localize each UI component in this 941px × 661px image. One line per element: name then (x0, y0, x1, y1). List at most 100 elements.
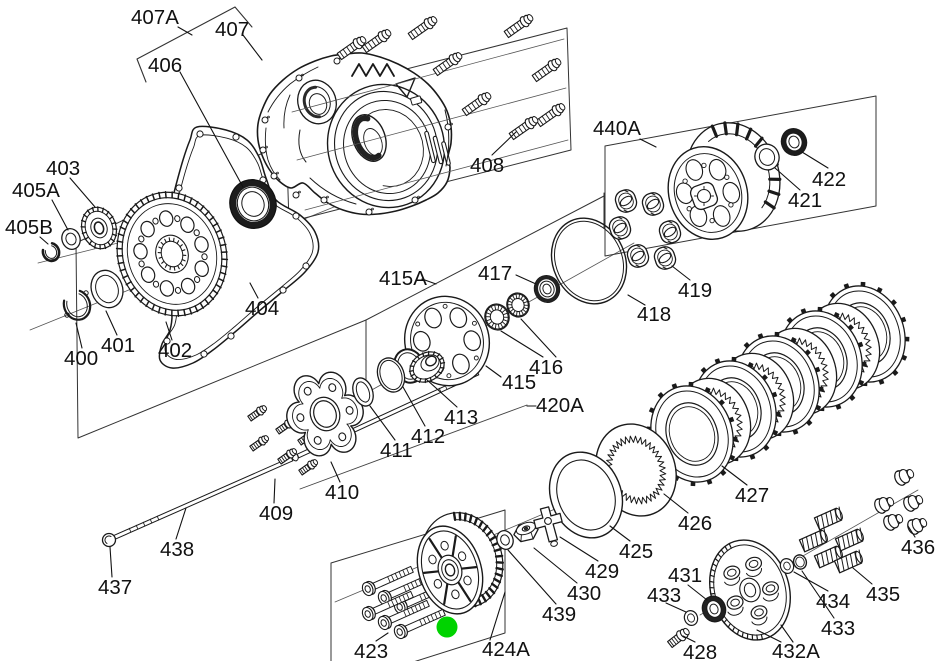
screw-423 (361, 590, 414, 622)
bolt-408 (361, 29, 392, 54)
part-label-436: 436 (901, 536, 935, 559)
screw-423 (361, 565, 414, 597)
part-label-439: 439 (542, 603, 576, 626)
part-label-437: 437 (98, 576, 132, 599)
bolt-408 (503, 14, 534, 39)
part-421-washer (754, 143, 780, 171)
part-428-bolt (667, 627, 690, 649)
bolt-428 (667, 627, 690, 649)
part-433-washer-a (683, 610, 699, 626)
part-label-430: 430 (567, 582, 601, 605)
spring-435 (813, 506, 843, 531)
part-408-bolts (336, 14, 566, 141)
part-label-422: 422 (812, 168, 846, 191)
cushion-419 (626, 244, 650, 268)
part-label-417: 417 (478, 262, 512, 285)
part-label-419: 419 (678, 279, 712, 302)
part-label-440a: 440A (593, 117, 641, 140)
bolt-409 (298, 459, 319, 476)
part-401-washer (90, 269, 124, 309)
part-425-plate (548, 451, 624, 539)
bolt-408 (432, 52, 463, 77)
part-439-washer (496, 530, 514, 550)
part-440a-basket (667, 121, 782, 240)
spring-435 (834, 527, 864, 552)
bolt-408 (336, 36, 367, 61)
part-430-nut (513, 521, 539, 543)
part-label-434: 434 (816, 590, 850, 613)
cushion-419 (658, 220, 682, 244)
part-label-400: 400 (64, 347, 98, 370)
part-415-boss (408, 350, 446, 384)
part-419-cushions (608, 189, 682, 270)
part-label-424a: 424A (482, 638, 530, 661)
part-label-427: 427 (735, 484, 769, 507)
part-label-416: 416 (529, 356, 563, 379)
bolt-409 (247, 405, 268, 422)
part-429-retainer (533, 506, 563, 547)
part-label-410: 410 (325, 481, 359, 504)
cushion-419 (614, 189, 638, 213)
part-label-412: 412 (411, 425, 445, 448)
bolt-408 (535, 103, 566, 128)
part-label-407: 407 (215, 18, 249, 41)
part-407-cover (256, 52, 453, 216)
part-label-418: 418 (637, 303, 671, 326)
bolt-408 (407, 16, 438, 41)
part-label-411: 411 (380, 439, 413, 462)
part-403-gear (80, 206, 118, 250)
part-label-408: 408 (470, 154, 504, 177)
part-label-425: 425 (619, 540, 653, 563)
part-405b-circlip (41, 242, 61, 263)
fitting-436 (883, 513, 904, 531)
part-423-screws-front (361, 590, 446, 640)
part-label-409: 409 (259, 502, 293, 525)
part-411-ring (352, 377, 374, 407)
part-422-bearing (780, 128, 808, 156)
part-label-428: 428 (683, 641, 717, 661)
part-label-420a: 420A (536, 394, 584, 417)
fitting-436 (874, 496, 895, 514)
bolt-409 (277, 448, 298, 465)
part-label-432a: 432A (772, 640, 820, 661)
part-label-423: 423 (354, 640, 388, 661)
part-418-oring (550, 217, 628, 305)
part-label-426: 426 (678, 512, 712, 535)
part-431-bearing (701, 595, 727, 623)
part-label-407a: 407A (131, 6, 179, 29)
part-437-ball (101, 532, 117, 548)
part-label-435: 435 (866, 583, 900, 606)
cushion-419 (608, 216, 632, 240)
highlight-green-dot (436, 616, 458, 638)
bolt-408 (508, 116, 539, 141)
leader-lines (39, 26, 916, 643)
screw-423 (393, 608, 446, 640)
bolt-408 (531, 58, 562, 83)
part-label-406: 406 (148, 54, 182, 77)
part-434-washer (779, 558, 795, 574)
part-labels: 407A 407 406 403 405A 405B 400 401 402 4… (5, 6, 935, 661)
bolt-axis-lines (291, 38, 569, 211)
part-label-429: 429 (585, 560, 619, 583)
screw-423 (377, 574, 430, 606)
part-label-421: 421 (788, 189, 822, 212)
part-402-gear (115, 191, 229, 317)
part-416-bearings (484, 292, 530, 331)
part-432a-assembly (708, 539, 792, 641)
part-label-404: 404 (245, 297, 279, 320)
bolt-409 (249, 435, 270, 452)
part-label-433: 433 (647, 584, 681, 607)
part-label-438: 438 (160, 538, 194, 561)
part-420a-stack (675, 281, 910, 466)
part-410-flange (286, 371, 364, 457)
part-433-oring-b (792, 554, 808, 570)
part-label-405b: 405B (5, 216, 53, 239)
bolt-408 (461, 92, 492, 117)
part-label-403: 403 (46, 157, 80, 180)
part-406-seal (229, 179, 277, 229)
part-label-431: 431 (668, 564, 702, 587)
screw-423 (377, 599, 430, 631)
part-412-ring (376, 357, 406, 393)
